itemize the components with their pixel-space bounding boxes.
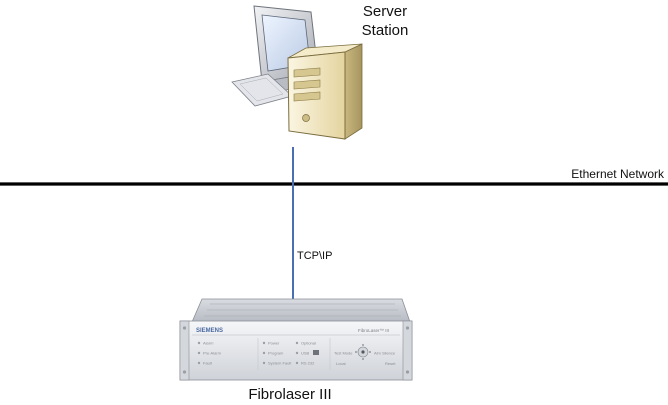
device-front-panel <box>179 320 413 381</box>
desktop-computer-icon <box>231 5 363 140</box>
key-label: Local <box>336 361 346 366</box>
rack-ear-left <box>179 320 190 381</box>
server-label-line1: Server <box>362 3 408 20</box>
indicator-label: Fault <box>203 361 213 366</box>
server-station-label: Server Station <box>330 2 440 40</box>
device-top <box>191 298 411 323</box>
server-label-line2: Station <box>361 22 409 39</box>
device-model-text: FibroLaser™ III <box>358 328 389 333</box>
usb-port-icon <box>313 350 319 355</box>
power-button <box>302 114 310 122</box>
tower-side <box>344 43 363 140</box>
indicator-label: USB <box>301 351 310 356</box>
indicator-label: Program <box>268 351 284 356</box>
indicator-label: RS 232 <box>301 361 315 366</box>
key-label: Alm Silence <box>374 351 396 356</box>
rack-controller-icon: SIEMENS FibroLaser™ III Alarm Pre-Alarm … <box>179 298 413 381</box>
key-label: Reset <box>385 361 396 366</box>
ethernet-network-label: Ethernet Network <box>571 167 664 181</box>
indicator-label: System Fault <box>268 361 292 366</box>
indicator-label: Alarm <box>203 341 214 346</box>
device-brand-text: SIEMENS <box>196 328 223 334</box>
key-label: Test Mode <box>334 351 353 356</box>
fibrolaser-label: Fibrolaser III <box>248 386 332 403</box>
indicator-label: Pre-Alarm <box>203 351 222 356</box>
indicator-label: Power <box>268 341 280 346</box>
tcpip-label: TCP\IP <box>297 250 333 262</box>
indicator-label: Optional <box>301 341 316 346</box>
navigation-keypad-icon <box>355 344 371 360</box>
rack-ear-right <box>402 320 413 381</box>
